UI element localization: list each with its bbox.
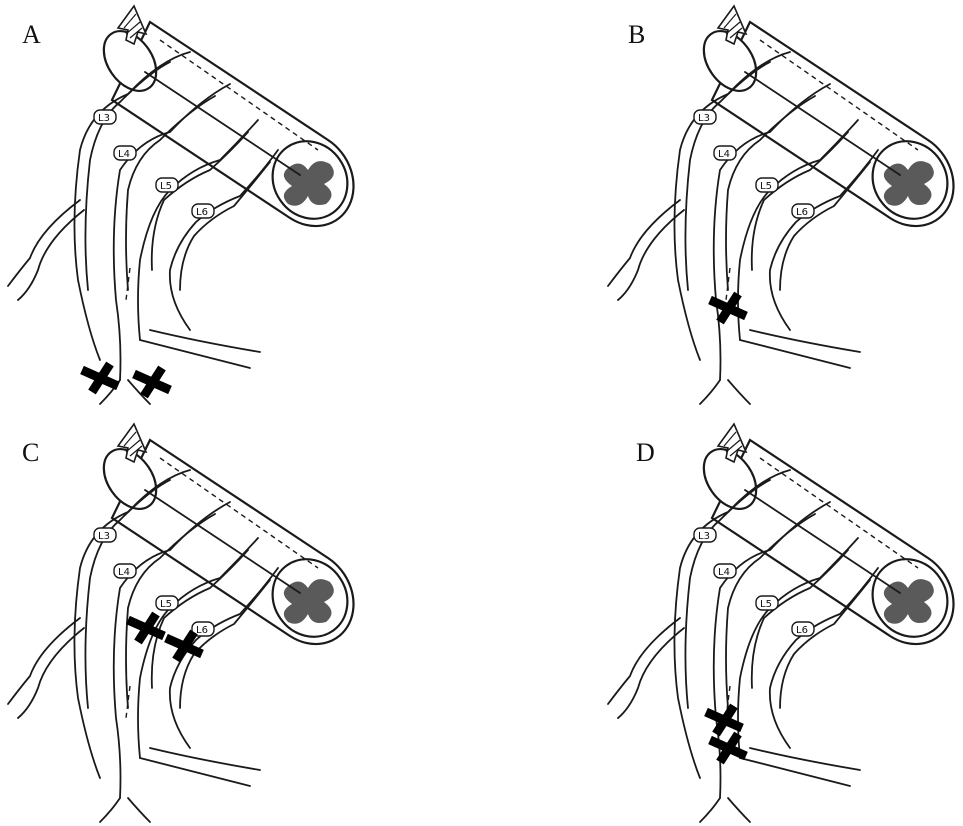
root-label-l3: L3 [94,528,116,542]
transection-x-icon [706,706,742,734]
root-label-l5: L5 [156,178,178,192]
diagram-panel-d: D [600,418,963,826]
root-label-text: L4 [718,149,730,160]
root-label-l5: L5 [756,596,778,610]
nerve-diagram: L3 L4 L5 L6 [600,418,963,826]
root-label-l4: L4 [114,564,136,578]
transection-marks [82,364,170,396]
root-label-text: L6 [796,625,808,636]
nerve-diagram: L3 L4 L5 L6 [0,418,480,826]
nerve-diagram: L3 L4 L5 L6 [0,0,480,408]
root-label-l4: L4 [714,564,736,578]
root-label-text: L3 [98,531,110,542]
transection-x-icon [82,364,118,392]
root-label-text: L4 [118,149,130,160]
root-label-l6: L6 [792,204,814,218]
root-label-l3: L3 [94,110,116,124]
root-label-l4: L4 [114,146,136,160]
transection-marks [710,294,746,322]
diagram-panel-b: B [600,0,963,408]
root-label-text: L6 [796,207,808,218]
root-label-text: L6 [196,625,208,636]
transection-marks [128,614,202,660]
root-label-l4: L4 [714,146,736,160]
root-label-text: L5 [760,181,772,192]
root-label-l5: L5 [756,178,778,192]
root-label-text: L5 [760,599,772,610]
root-label-l3: L3 [694,110,716,124]
root-label-l6: L6 [192,204,214,218]
transection-x-icon [128,614,164,642]
root-label-text: L4 [118,567,130,578]
root-label-l6: L6 [792,622,814,636]
transection-x-icon [710,294,746,322]
root-label-text: L3 [98,113,110,124]
diagram-panel-c: C [0,418,480,826]
diagram-panel-a: A [0,0,480,408]
transection-marks [706,706,746,762]
root-label-text: L4 [718,567,730,578]
root-label-text: L5 [160,181,172,192]
root-label-l3: L3 [694,528,716,542]
transection-x-icon [710,734,746,762]
root-label-l5: L5 [156,596,178,610]
root-label-text: L3 [698,531,710,542]
root-label-text: L3 [698,113,710,124]
root-label-text: L6 [196,207,208,218]
root-label-text: L5 [160,599,172,610]
transection-x-icon [166,632,202,660]
nerve-diagram: L3 L4 L5 L6 [600,0,963,408]
